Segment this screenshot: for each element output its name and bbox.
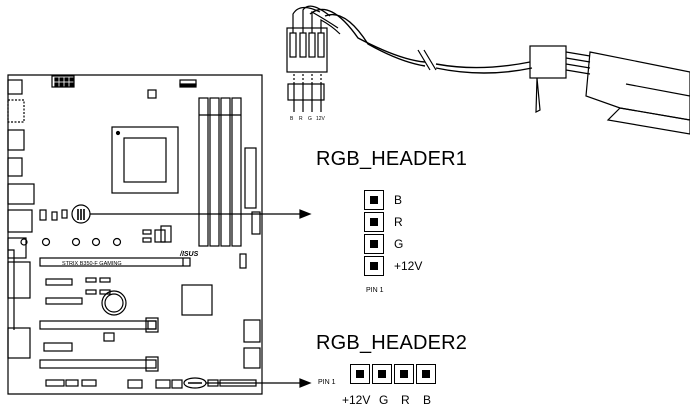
cpu-socket: [111, 126, 179, 194]
connector-pin-g: G: [308, 116, 312, 122]
rgb-header1-title: RGB_HEADER1: [316, 148, 468, 170]
rgb-header1-pin-b: [364, 190, 384, 210]
rgb-header2-pin-12v: [350, 364, 370, 384]
board-model: STRIX B350-F GAMING: [62, 261, 122, 267]
rgb-header1-pin-g: [364, 234, 384, 254]
connector-pin-b: B: [290, 116, 294, 122]
rgb-header1-pin-12v: [364, 256, 384, 276]
rgb-header1-pin1-label: PIN 1: [366, 287, 384, 294]
connector-pin-r: R: [299, 116, 303, 122]
motherboard-outline: [7, 74, 263, 395]
rgb-header2-title: RGB_HEADER2: [316, 332, 468, 354]
atx-power-connector: [244, 147, 257, 209]
rgb-header2-pin-r: [394, 364, 414, 384]
connector-pin-12v: 12V: [316, 116, 326, 122]
rgb-header1-label-b: B: [394, 193, 403, 207]
rgb-header2-pin-b: [416, 364, 436, 384]
rgb-header2-label-b: B: [423, 393, 432, 407]
rgb-header2-pin1-label: PIN 1: [318, 379, 336, 386]
cmos-battery: [101, 290, 127, 316]
rgb-header2-label-g: G: [379, 393, 389, 407]
rgb-header1-label-12v: +12V: [394, 259, 423, 273]
board-brand: /ISUS: [179, 251, 199, 258]
rgb-header1-label-g: G: [394, 237, 404, 251]
rgb-header1-label-r: R: [394, 215, 403, 229]
rgb-header2-pin-g: [372, 364, 392, 384]
rgb-header2-label-12v: +12V: [342, 393, 371, 407]
rgb-header1-pin-r: [364, 212, 384, 232]
rgb-header2-label-r: R: [401, 393, 410, 407]
chipset: [181, 284, 213, 316]
